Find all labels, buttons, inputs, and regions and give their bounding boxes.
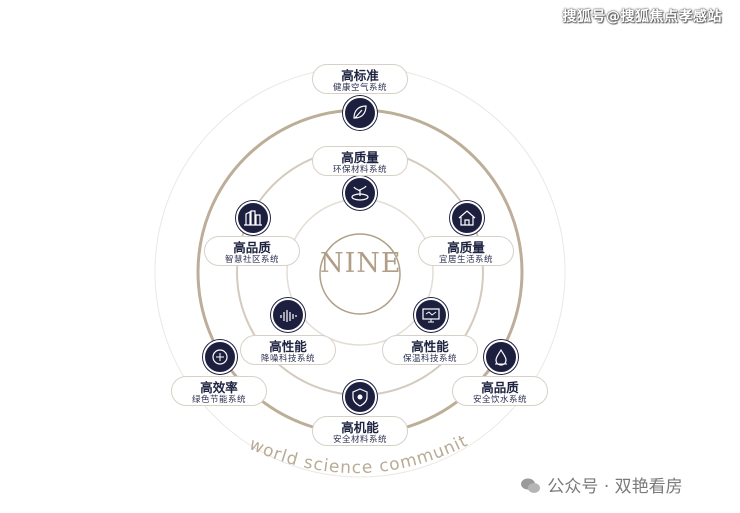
water-drop-icon xyxy=(484,340,518,374)
system-title: 高机能 xyxy=(341,420,379,435)
system-subtitle: 绿色节能系统 xyxy=(191,395,246,405)
leaf-icon xyxy=(343,96,377,130)
system-subtitle: 安全材料系统 xyxy=(332,435,387,445)
system-label-healthy-air: 高标准 健康空气系统 xyxy=(312,64,408,94)
system-title: 高性能 xyxy=(411,339,449,354)
system-title: 高品质 xyxy=(481,380,519,395)
buildings-icon xyxy=(236,201,270,235)
system-subtitle: 安全饮水系统 xyxy=(472,395,527,405)
house-icon xyxy=(450,201,484,235)
watermark-platform: 公众号 xyxy=(547,477,599,497)
system-title: 高效率 xyxy=(200,380,238,395)
system-label-safe-materials: 高机能 安全材料系统 xyxy=(312,416,408,446)
watermark-account: 双艳看房 xyxy=(614,477,683,497)
system-subtitle: 健康空气系统 xyxy=(332,83,387,93)
system-title: 高品质 xyxy=(233,240,271,255)
system-subtitle: 环保材料系统 xyxy=(332,165,387,175)
system-label-insulation: 高性能 保温科技系统 xyxy=(382,335,478,365)
shield-icon xyxy=(343,380,377,414)
wechat-icon xyxy=(520,477,542,495)
watermark-bottom: 公众号 · 双艳看房 xyxy=(520,472,683,497)
system-label-energy-saving: 高效率 绿色节能系统 xyxy=(171,376,267,406)
sprout-icon xyxy=(343,176,377,210)
system-title: 高质量 xyxy=(341,150,379,165)
energy-icon xyxy=(203,340,237,374)
system-subtitle: 降噪科技系统 xyxy=(260,354,315,364)
system-label-noise-reduction: 高性能 降噪科技系统 xyxy=(240,335,336,365)
system-title: 高性能 xyxy=(269,339,307,354)
system-label-smart-community: 高品质 智慧社区系统 xyxy=(204,236,300,266)
sound-wave-icon xyxy=(271,298,305,332)
watermark-top: 搜狐号@搜狐焦点孝感站 xyxy=(562,9,722,25)
system-label-safe-water: 高品质 安全饮水系统 xyxy=(452,376,548,406)
system-subtitle: 智慧社区系统 xyxy=(224,255,279,265)
system-subtitle: 保温科技系统 xyxy=(402,354,457,364)
system-title: 高标准 xyxy=(341,68,379,83)
system-title: 高质量 xyxy=(447,240,485,255)
watermark-separator: · xyxy=(603,477,610,497)
center-ring xyxy=(319,233,401,315)
monitor-icon xyxy=(414,298,448,332)
center-logo-text: NINE xyxy=(320,248,402,279)
system-label-livable: 高质量 宜居生活系统 xyxy=(418,236,514,266)
system-label-eco-materials: 高质量 环保材料系统 xyxy=(312,146,408,176)
system-subtitle: 宜居生活系统 xyxy=(438,255,493,265)
